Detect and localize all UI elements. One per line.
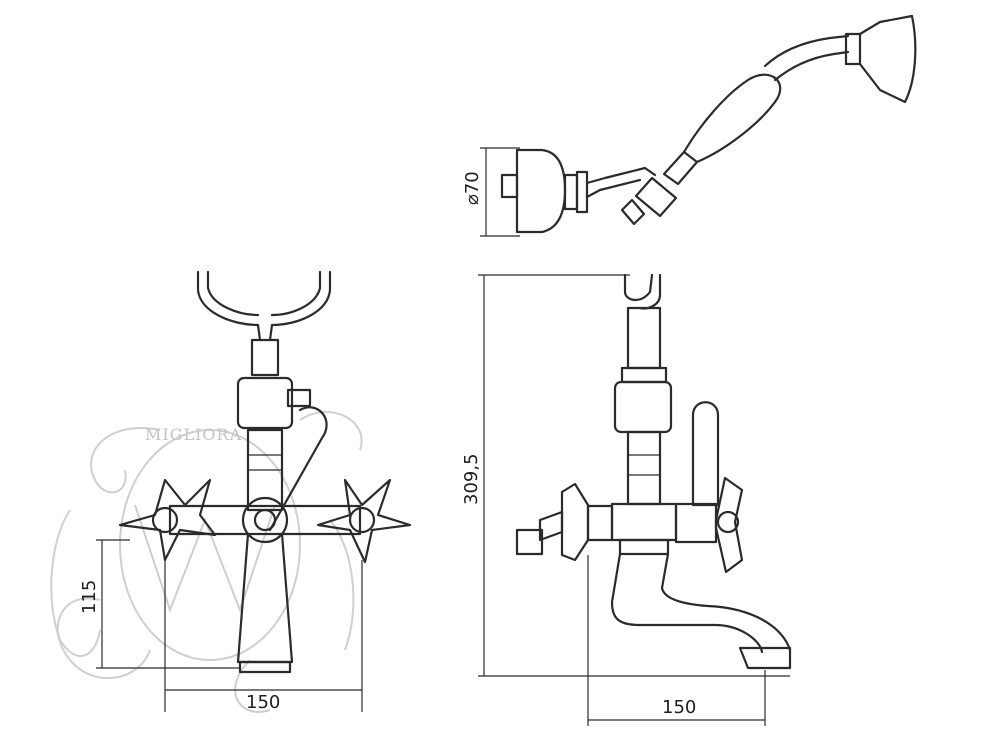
mixer-front-view xyxy=(118,270,412,674)
front-height-label: 115 xyxy=(79,580,100,614)
brand-watermark: MIGLIORA xyxy=(50,410,363,713)
side-dimensions: 309,5 150 xyxy=(461,274,790,726)
front-width-label: 150 xyxy=(246,692,280,713)
height-label: 309,5 xyxy=(461,453,482,505)
dimension-diameter: ⌀70 xyxy=(462,147,520,237)
mixer-side-view xyxy=(515,273,792,670)
side-width-label: 150 xyxy=(662,697,696,718)
diameter-label: ⌀70 xyxy=(462,171,483,205)
watermark-brand: MIGLIORA xyxy=(145,425,242,444)
front-dimensions: 115 150 xyxy=(79,539,363,713)
hand-shower-view xyxy=(500,14,917,234)
